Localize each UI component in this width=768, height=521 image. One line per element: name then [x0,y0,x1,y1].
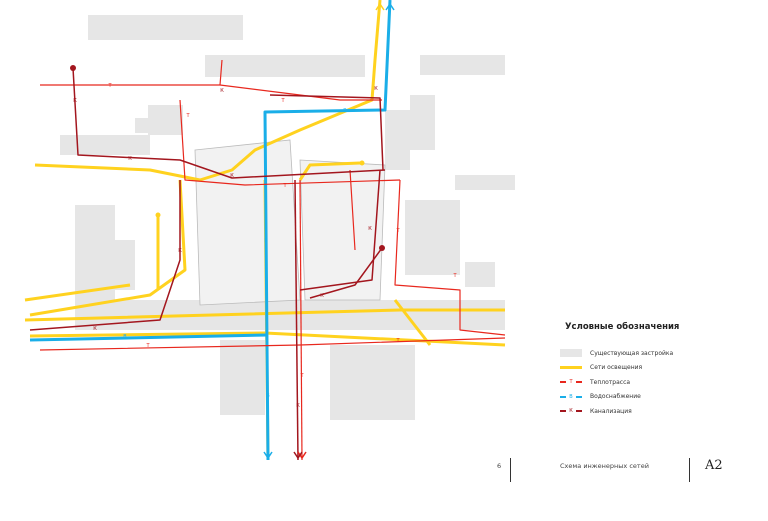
network-swatch: Т [560,378,582,386]
network-label: К [368,226,372,232]
network-swatch: К [560,407,582,415]
legend-item: Сети освещения [560,361,760,376]
sheet-title: Схема инженерных сетей [560,462,649,470]
network-label: К [320,293,324,299]
building [205,55,365,77]
network-line [299,169,381,291]
network-label: К [128,156,132,162]
page-number: 6 [497,462,502,470]
network-line [219,59,223,86]
lamp-marker [359,160,365,166]
building [420,55,505,75]
manhole-marker [379,245,385,251]
network-line [179,99,401,186]
network-line [309,247,383,299]
building [465,262,495,287]
network-line [349,169,356,251]
legend-item: Существующая застройка [560,346,760,361]
network-label: Т [452,273,457,279]
arrow-icon [385,2,395,11]
legend-title: Условные обозначения [565,322,680,332]
network-line [40,84,382,101]
network-line [24,283,131,302]
network-label: К [93,326,97,332]
network-line [294,179,299,461]
network-label: К [73,98,77,104]
network-label: К [230,173,234,179]
network-label: Т [299,373,304,379]
arrow-icon [297,451,307,460]
network-line [29,180,181,331]
building [410,95,435,150]
manhole-marker [70,65,76,71]
network-line [24,308,505,322]
network-label: К [178,248,182,254]
arrow-icon [263,451,273,460]
network-label: Т [280,98,285,104]
square-area [194,139,301,306]
legend-item: К Канализация [560,404,760,419]
building [405,200,460,275]
divider [689,458,690,482]
network-label: Т [282,183,287,189]
building [455,175,515,190]
sheet-code: A2 [705,458,723,473]
network-label: В [264,238,268,244]
network-line [299,179,303,461]
building [100,240,135,290]
building [135,118,150,133]
network-swatch: В [560,393,582,401]
network-line [269,94,384,171]
arrow-icon [293,451,303,460]
legend-label: Существующая застройка [590,349,674,357]
network-line [29,179,187,317]
lighting-swatch [560,366,582,370]
lamp-marker [155,212,161,218]
arrow-icon [375,2,385,11]
legend-label: Водоснабжение [590,393,641,401]
legend-item: В Водоснабжение [560,390,760,405]
network-line [263,0,392,461]
network-line [394,179,506,336]
network-label: В [123,334,127,340]
building-swatch [560,349,582,358]
network-label: К [296,403,300,409]
building [148,105,183,135]
legend-label: Сети освещения [590,364,643,372]
network-label: Т [107,83,112,89]
network-line [29,333,269,342]
network-label: Т [395,228,400,234]
building [75,300,505,330]
building [220,340,265,415]
network-label: К [220,88,224,94]
network-label: В [343,108,347,114]
network-line [72,67,386,179]
building [88,15,243,40]
legend-label: Теплотрасса [590,378,631,386]
network-label: Т [395,338,400,344]
network-line [393,299,432,346]
network-label: В [266,393,270,399]
building [385,110,410,170]
network-label: К [374,86,378,92]
network-line [34,0,382,182]
building [60,135,150,155]
network-label: Т [185,113,190,119]
building [330,345,415,420]
legend: Условные обозначения Существующая застро… [560,322,760,419]
legend-item: Т Теплотрасса [560,375,760,390]
legend-label: Канализация [590,407,632,415]
network-label: Т [145,343,150,349]
network-line [39,337,506,351]
divider [510,458,511,482]
